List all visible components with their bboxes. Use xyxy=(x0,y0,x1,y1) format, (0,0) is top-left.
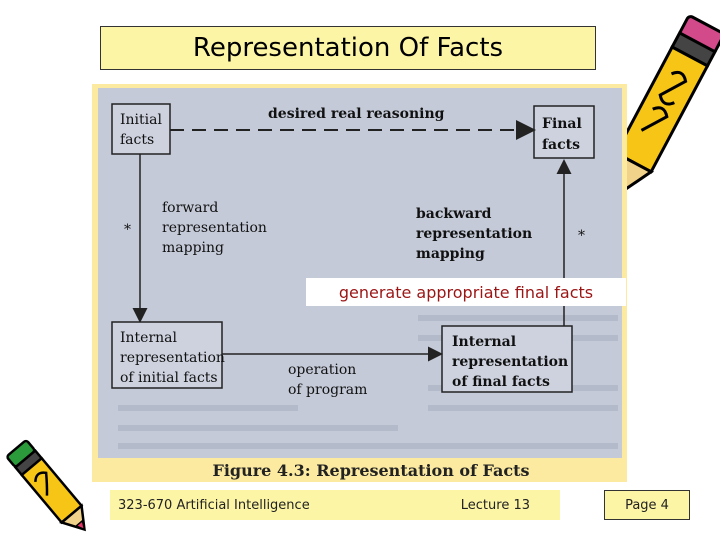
forward-mapping-label-2: representation xyxy=(162,220,267,236)
internal-initial-label-2: representation xyxy=(120,350,225,366)
pencil-icon-bottom-left xyxy=(0,430,110,540)
operation-label-2: of program xyxy=(288,382,367,398)
footer-lecture: Lecture 13 xyxy=(461,498,530,513)
diagram-svg: Initial facts Final facts desired real r… xyxy=(98,88,622,458)
initial-facts-label-1: Initial xyxy=(120,112,162,128)
desired-reasoning-label: desired real reasoning xyxy=(268,106,445,122)
internal-initial-label-1: Internal xyxy=(120,330,178,346)
footer-page-box: Page 4 xyxy=(604,490,690,520)
initial-facts-label-2: facts xyxy=(120,132,154,148)
figure-caption: Figure 4.3: Representation of Facts xyxy=(206,461,536,480)
backward-mapping-label-1: backward xyxy=(416,206,492,222)
final-facts-label-2: facts xyxy=(542,137,580,153)
overlay-caption-text: generate appropriate final facts xyxy=(339,283,593,302)
figure-diagram: Initial facts Final facts desired real r… xyxy=(98,88,622,458)
forward-mapping-label-1: forward xyxy=(162,200,218,216)
forward-mapping-label-3: mapping xyxy=(162,240,224,256)
footer-page: Page 4 xyxy=(625,498,669,513)
internal-initial-label-3: of initial facts xyxy=(120,370,218,386)
final-facts-label-1: Final xyxy=(542,116,582,132)
internal-final-label-2: representation xyxy=(452,354,568,370)
internal-final-label-1: Internal xyxy=(452,334,516,350)
footer-course-bar: 323-670 Artificial Intelligence Lecture … xyxy=(110,490,560,520)
footer-course: 323-670 Artificial Intelligence xyxy=(118,498,310,513)
forward-star: * xyxy=(124,222,131,238)
operation-label-1: operation xyxy=(288,362,356,378)
figure-frame: Initial facts Final facts desired real r… xyxy=(92,84,627,482)
internal-final-label-3: of final facts xyxy=(452,374,550,390)
backward-star: * xyxy=(578,228,585,244)
backward-mapping-label-3: mapping xyxy=(416,246,485,262)
overlay-caption: generate appropriate final facts xyxy=(306,278,626,306)
backward-mapping-label-2: representation xyxy=(416,226,532,242)
slide-title-text: Representation Of Facts xyxy=(193,33,503,63)
slide-title: Representation Of Facts xyxy=(100,26,596,70)
